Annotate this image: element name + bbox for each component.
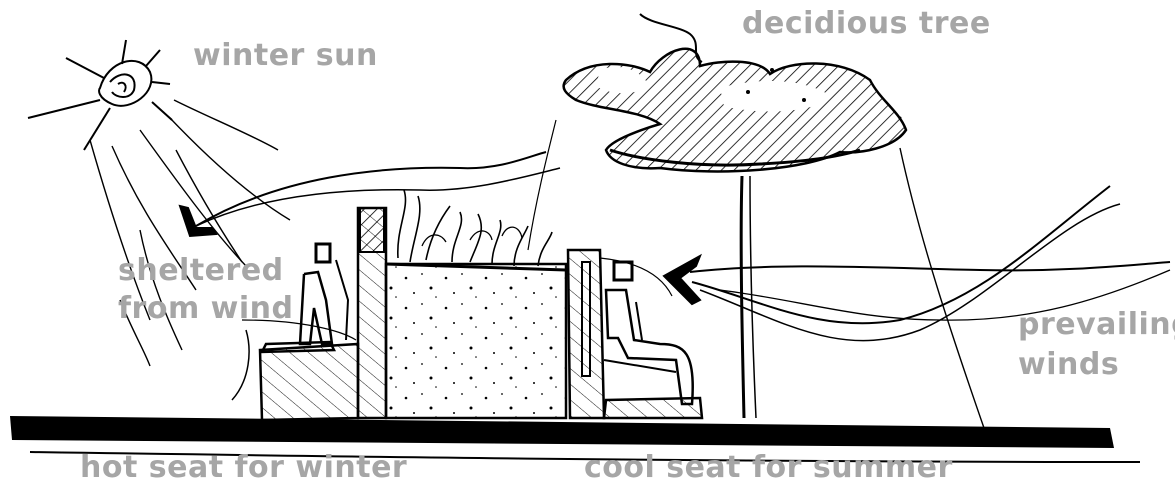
cool-seat-label: cool seat for summer [584, 450, 953, 486]
sheltered-label-line-1: sheltered [118, 252, 294, 290]
planter-bed [386, 190, 566, 418]
winds-label-line-1: prevailing [1018, 305, 1175, 345]
winter-sun-label: winter sun [193, 38, 378, 74]
prevailing-winds-label: prevailing winds [1018, 305, 1175, 385]
hot-seat-label: hot seat for winter [80, 450, 407, 486]
deciduous-tree-label: decidious tree [742, 6, 991, 42]
winds-label-line-2: winds [1018, 345, 1175, 385]
sheltered-from-wind-label: sheltered from wind [118, 252, 294, 328]
sheltered-label-line-2: from wind [118, 290, 294, 328]
sun-rays [90, 118, 290, 366]
